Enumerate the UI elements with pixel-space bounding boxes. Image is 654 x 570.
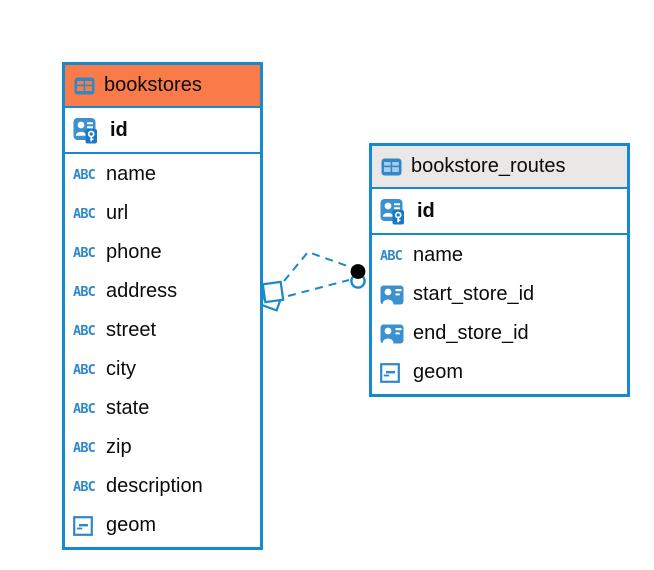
column-row-name[interactable]: ABC name	[65, 155, 260, 194]
relationship-line-1[interactable]	[283, 250, 354, 282]
table-icon	[381, 158, 402, 176]
column-name: city	[106, 358, 136, 380]
column-row-address[interactable]: ABC address	[65, 272, 260, 311]
source-square-front-icon	[261, 280, 285, 304]
columns-section: ABC name start_store_id end_store_id geom	[372, 235, 627, 394]
table-bookstore-routes-header[interactable]: bookstore_routes	[372, 146, 627, 189]
column-row-geom[interactable]: geom	[65, 506, 260, 545]
column-row-url[interactable]: ABC url	[65, 194, 260, 233]
primary-key-icon	[380, 197, 410, 225]
primary-key-row[interactable]: id	[372, 189, 627, 235]
table-icon	[74, 77, 95, 95]
column-name: end_store_id	[413, 322, 529, 344]
text-type-icon: ABC	[73, 478, 96, 495]
column-row-name[interactable]: ABC name	[372, 236, 627, 275]
column-row-phone[interactable]: ABC phone	[65, 233, 260, 272]
primary-key-icon	[73, 116, 103, 144]
text-type-icon: ABC	[73, 205, 96, 222]
column-row-end_store_id[interactable]: end_store_id	[372, 314, 627, 353]
reference-type-icon	[380, 285, 413, 305]
text-type-icon: ABC	[73, 166, 96, 183]
text-type-icon: ABC	[380, 247, 403, 264]
table-bookstores-header[interactable]: bookstores	[65, 65, 260, 108]
column-name: street	[106, 319, 157, 341]
text-type-icon: ABC	[73, 439, 96, 456]
column-name: zip	[106, 436, 132, 458]
column-name: start_store_id	[413, 283, 535, 305]
column-name: phone	[106, 241, 162, 263]
text-type-icon: ABC	[73, 283, 96, 300]
relationship-target-marker[interactable]	[350, 264, 366, 289]
column-row-zip[interactable]: ABC zip	[65, 428, 260, 467]
geometry-type-icon	[380, 362, 413, 383]
target-dot-icon	[350, 264, 366, 279]
column-name: url	[106, 202, 129, 224]
table-title: bookstores	[104, 74, 202, 96]
text-type-icon: ABC	[73, 244, 96, 261]
primary-key-row[interactable]: id	[65, 108, 260, 154]
text-type-icon: ABC	[73, 322, 96, 339]
column-name: address	[106, 280, 178, 302]
relationship-line-2[interactable]	[287, 279, 350, 297]
column-row-street[interactable]: ABC street	[65, 311, 260, 350]
text-type-icon: ABC	[73, 361, 96, 378]
relationship-source-marker[interactable]	[259, 280, 285, 312]
table-title: bookstore_routes	[411, 155, 566, 177]
primary-key-name: id	[417, 199, 435, 222]
column-name: name	[413, 244, 464, 266]
column-row-geom[interactable]: geom	[372, 353, 627, 392]
column-row-city[interactable]: ABC city	[65, 350, 260, 389]
column-name: geom	[106, 514, 157, 536]
column-name: state	[106, 397, 150, 419]
column-row-state[interactable]: ABC state	[65, 389, 260, 428]
column-row-description[interactable]: ABC description	[65, 467, 260, 506]
column-row-start_store_id[interactable]: start_store_id	[372, 275, 627, 314]
column-name: description	[106, 475, 203, 497]
column-name: name	[106, 163, 157, 185]
geometry-type-icon	[73, 515, 106, 536]
table-bookstore-routes[interactable]: bookstore_routes id ABC name start_store_…	[369, 143, 630, 397]
reference-type-icon	[380, 324, 413, 344]
text-type-icon: ABC	[73, 400, 96, 417]
primary-key-name: id	[110, 118, 128, 141]
column-name: geom	[413, 361, 464, 383]
